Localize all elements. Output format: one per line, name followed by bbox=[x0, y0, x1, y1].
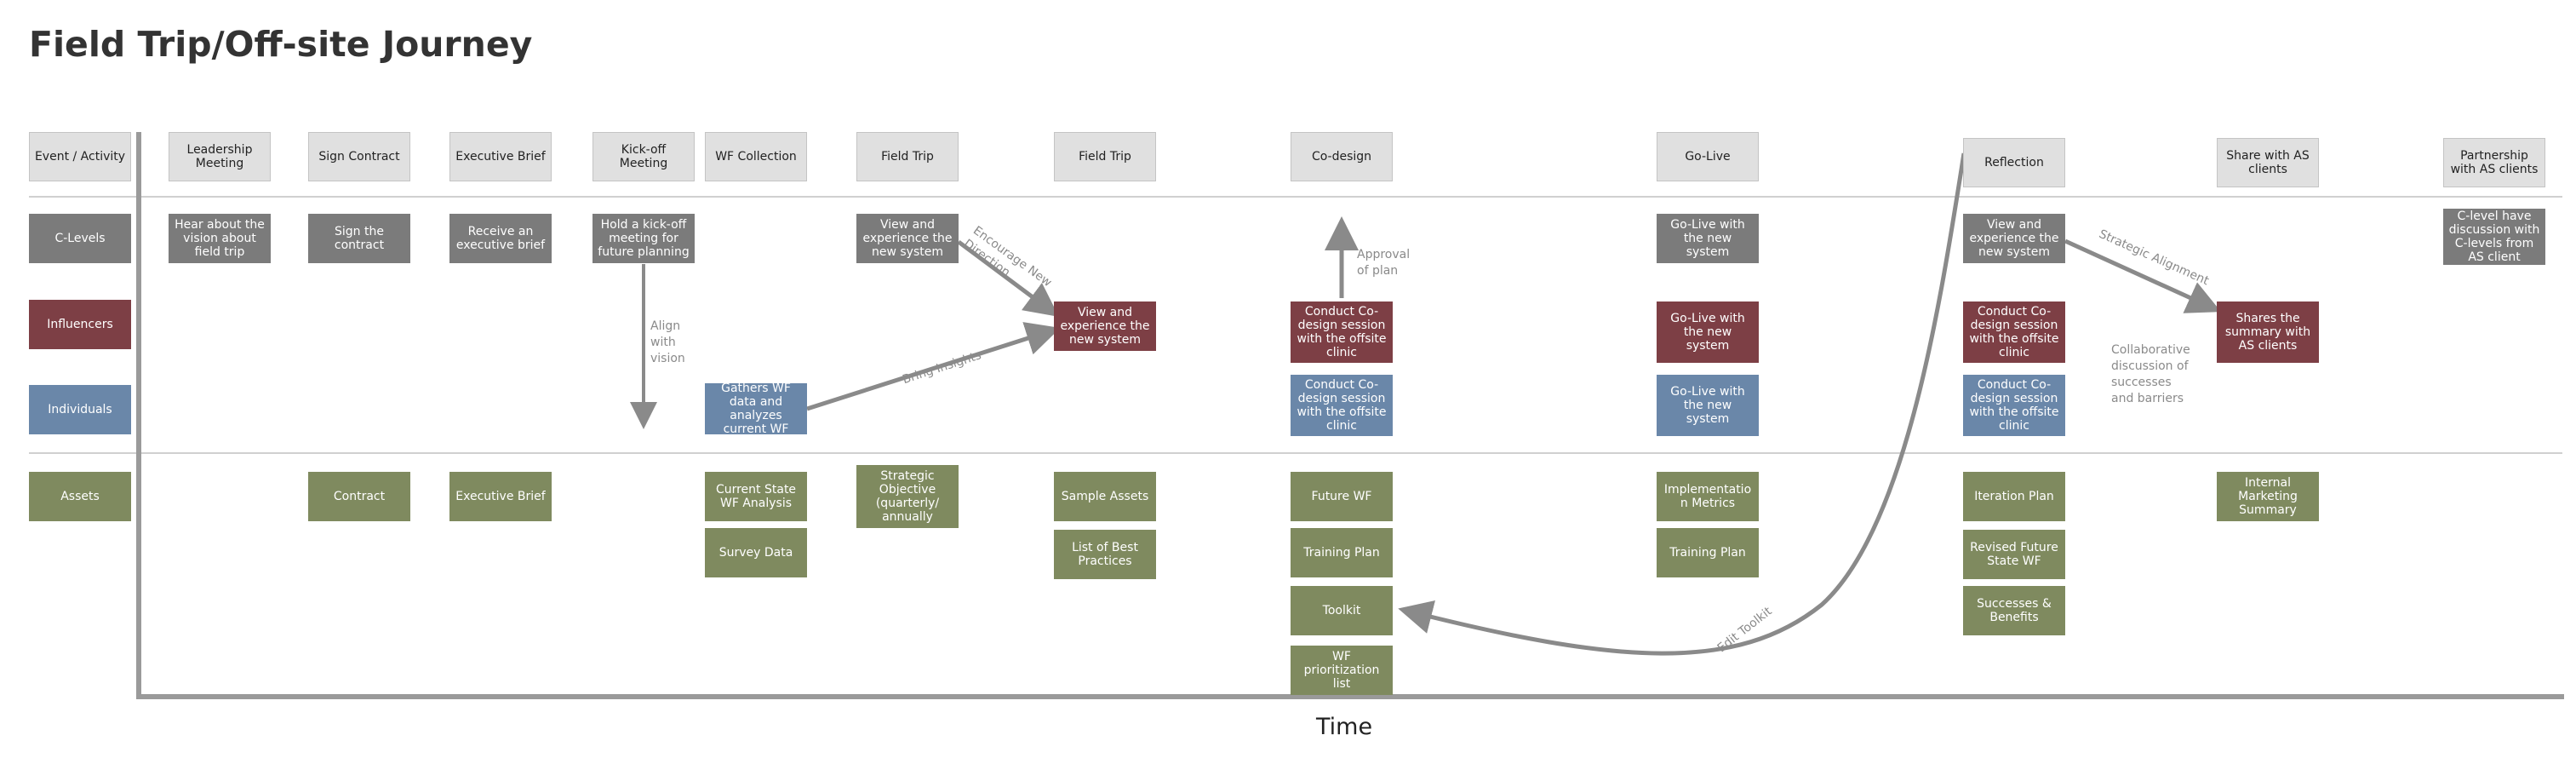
card-golive-individuals: Go-Live with the new system bbox=[1657, 375, 1759, 436]
asset-iteration-plan: Iteration Plan bbox=[1963, 472, 2065, 521]
card-golive-influencers: Go-Live with the new system bbox=[1657, 301, 1759, 363]
asset-current-state: Current State WF Analysis bbox=[705, 472, 807, 521]
encourage-arrow bbox=[957, 239, 1060, 317]
asset-strategic-objective: Strategic Objective (quarterly/ annually bbox=[856, 465, 959, 528]
card-codesign-influencers: Conduct Co-design session with the offsi… bbox=[1291, 301, 1393, 363]
asset-wf-prioritization: WF prioritization list bbox=[1291, 646, 1393, 695]
card-reflection-individuals: Conduct Co-design session with the offsi… bbox=[1963, 375, 2065, 436]
page-title: Field Trip/Off-site Journey bbox=[29, 24, 533, 65]
row-header-assets: Assets bbox=[29, 472, 131, 521]
asset-executive-brief: Executive Brief bbox=[449, 472, 552, 521]
stage-wf-collection: WF Collection bbox=[705, 132, 807, 181]
card-reflection-influencers: Conduct Co-design session with the offsi… bbox=[1963, 301, 2065, 363]
stage-field-trip-1: Field Trip bbox=[856, 132, 959, 181]
asset-training-plan-1: Training Plan bbox=[1291, 528, 1393, 577]
stage-go-live: Go-Live bbox=[1657, 132, 1759, 181]
card-reflection-view: View and experience the new system bbox=[1963, 214, 2065, 263]
asset-implementation-metrics: Implementatio n Metrics bbox=[1657, 472, 1759, 521]
row-header-event-activity: Event / Activity bbox=[29, 132, 131, 181]
card-golive-c-levels: Go-Live with the new system bbox=[1657, 214, 1759, 263]
asset-toolkit: Toolkit bbox=[1291, 586, 1393, 635]
asset-revised-future: Revised Future State WF bbox=[1963, 530, 2065, 579]
stage-field-trip-2: Field Trip bbox=[1054, 132, 1156, 181]
card-receive-brief: Receive an executive brief bbox=[449, 214, 552, 263]
annotation-align-with-vision: Align with vision bbox=[650, 319, 685, 365]
asset-contract: Contract bbox=[308, 472, 410, 521]
edit-toolkit-arrow bbox=[1398, 152, 1966, 656]
bring-insights-arrow bbox=[806, 322, 1061, 411]
row-header-c-levels: C-Levels bbox=[29, 214, 131, 263]
card-gathers-wf: Gathers WF data and analyzes current WF bbox=[705, 383, 807, 434]
stage-sign-contract: Sign Contract bbox=[308, 132, 410, 181]
annotation-collaborative-discussion: Collaborative discussion of successes an… bbox=[2111, 343, 2190, 405]
card-shares-summary: Shares the summary with AS clients bbox=[2217, 301, 2319, 363]
asset-successes-benefits: Successes & Benefits bbox=[1963, 586, 2065, 635]
asset-sample-assets: Sample Assets bbox=[1054, 472, 1156, 521]
stage-kickoff-meeting: Kick-off Meeting bbox=[592, 132, 695, 181]
stage-co-design: Co-design bbox=[1291, 132, 1393, 181]
strategic-alignment-arrow bbox=[2064, 238, 2222, 313]
stage-reflection: Reflection bbox=[1963, 138, 2065, 187]
card-sign-contract: Sign the contract bbox=[308, 214, 410, 263]
card-clevel-discussion: C-level have discussion with C-levels fr… bbox=[2443, 209, 2545, 265]
asset-future-wf: Future WF bbox=[1291, 472, 1393, 521]
asset-list-best-practices: List of Best Practices bbox=[1054, 530, 1156, 579]
stage-partnership: Partnership with AS clients bbox=[2443, 138, 2545, 187]
card-view-experience-1: View and experience the new system bbox=[856, 214, 959, 263]
card-view-experience-2: View and experience the new system bbox=[1054, 301, 1156, 351]
stage-executive-brief: Executive Brief bbox=[449, 132, 552, 181]
asset-internal-marketing: Internal Marketing Summary bbox=[2217, 472, 2319, 521]
stage-leadership-meeting: Leadership Meeting bbox=[169, 132, 271, 181]
time-axis-label: Time bbox=[1316, 714, 1373, 740]
card-hold-kickoff: Hold a kick-off meeting for future plann… bbox=[592, 214, 695, 263]
asset-training-plan-2: Training Plan bbox=[1657, 528, 1759, 577]
row-header-influencers: Influencers bbox=[29, 300, 131, 349]
asset-survey-data: Survey Data bbox=[705, 528, 807, 577]
card-hear-vision: Hear about the vision about field trip bbox=[169, 214, 271, 263]
annotation-approval-of-plan: Approval of plan bbox=[1357, 248, 1411, 278]
stage-share-with-as-clients: Share with AS clients bbox=[2217, 138, 2319, 187]
card-codesign-individuals: Conduct Co-design session with the offsi… bbox=[1291, 375, 1393, 436]
row-header-individuals: Individuals bbox=[29, 385, 131, 434]
